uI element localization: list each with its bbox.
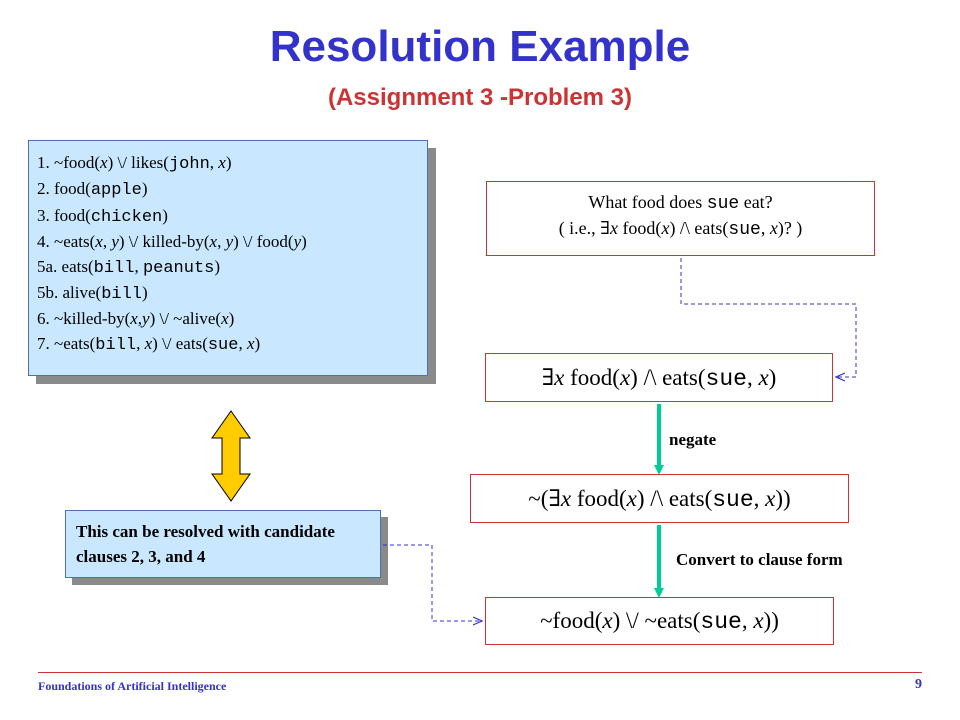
question-line-2: ( i.e., ∃x food(x) /\ eats(sue, x)? ) — [558, 218, 803, 240]
formula-box-query: ∃x food(x) /\ eats(sue, x) — [485, 353, 833, 402]
convert-label: Convert to clause form — [676, 550, 843, 569]
clause-item: 6. ~killed-by(x,y) \/ ~alive(x) — [37, 309, 235, 329]
footer-text: Foundations of Artificial Intelligence — [38, 679, 227, 693]
clause-item: 5a. eats(bill, peanuts) — [37, 256, 221, 278]
slide-subtitle: (Assignment 3 -Problem 3) — [327, 84, 633, 111]
clause-item: 5b. alive(bill) — [37, 283, 148, 305]
negate-label: negate — [669, 430, 717, 449]
page-number: 9 — [915, 677, 922, 692]
clause-item: 4. ~eats(x, y) \/ killed-by(x, y) \/ foo… — [37, 232, 307, 252]
clause-item: 1. ~food(x) \/ likes(john, x) — [37, 153, 232, 174]
note-connector — [383, 544, 482, 621]
clause-item: 7. ~eats(bill, x) \/ eats(sue, x) — [37, 333, 261, 355]
question-line-1: What food does sue eat? — [588, 192, 773, 214]
formula-box-clause-form: ~food(x) \/ ~eats(sue, x)) — [485, 597, 834, 645]
question-box: What food does sue eat? ( i.e., ∃x food(… — [486, 181, 875, 256]
clause-list-box: 1. ~food(x) \/ likes(john, x) 2. food(app… — [28, 140, 428, 376]
question-connector — [680, 258, 857, 377]
footer-rule — [38, 672, 922, 673]
formula-box-negated: ~(∃x food(x) /\ eats(sue, x)) — [470, 474, 849, 523]
clause-item: 2. food(apple) — [37, 179, 148, 201]
resolution-note-box: This can be resolved with candidate clau… — [65, 510, 381, 578]
double-arrow-icon — [211, 410, 251, 502]
slide-title: Resolution Example — [269, 22, 691, 71]
clause-item: 3. food(chicken) — [37, 205, 168, 227]
